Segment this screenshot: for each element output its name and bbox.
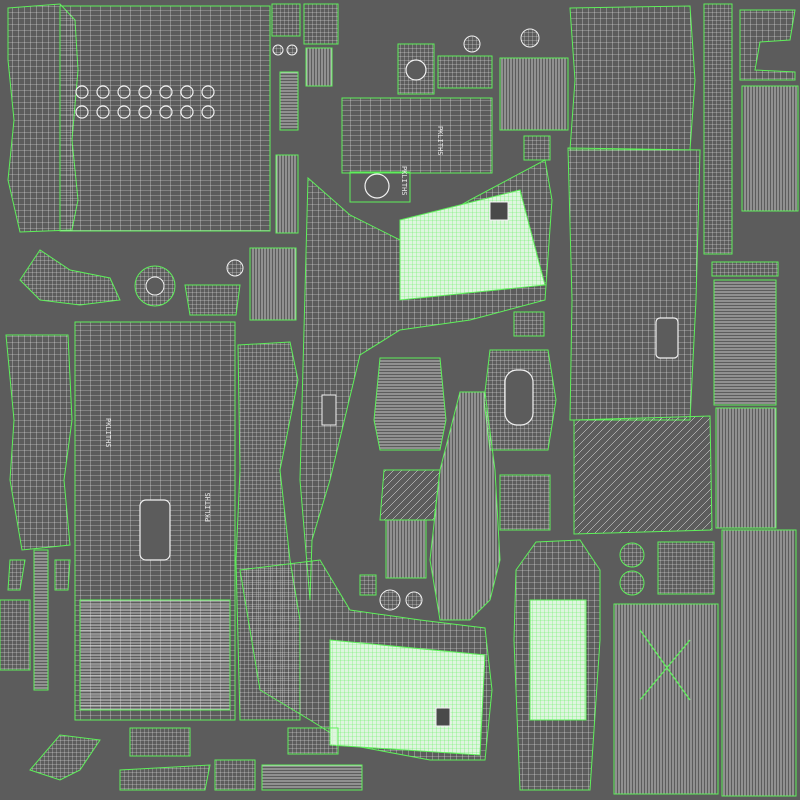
uv-slide-right-top	[569, 3, 799, 529]
uv-frame-shell-lower: PKLITHS	[239, 166, 493, 761]
uv-receiver-right	[567, 147, 797, 797]
uv-grip-center	[373, 311, 557, 621]
uv-magazine-center	[513, 539, 601, 791]
uv-small-parts-bottom	[29, 574, 423, 791]
uv-shell-top-left	[7, 3, 271, 233]
panel-label-a: PKLITHS	[104, 418, 112, 448]
uv-small-parts-left	[19, 247, 297, 321]
uv-small-parts-top	[271, 3, 339, 234]
uv-frame-shell-upper: PKLITHS	[299, 126, 553, 601]
panel-label-b: PKLITHS	[204, 492, 212, 522]
uv-frame-left-panel: PKLITHS	[74, 321, 236, 721]
panel-label-c: PKLITHS	[436, 126, 444, 156]
uv-frame-top-block	[341, 28, 569, 203]
uv-magazine-left	[0, 334, 73, 691]
uv-small-parts-bottom-right	[613, 541, 719, 795]
panel-label-d: PKLITHS	[400, 166, 408, 196]
